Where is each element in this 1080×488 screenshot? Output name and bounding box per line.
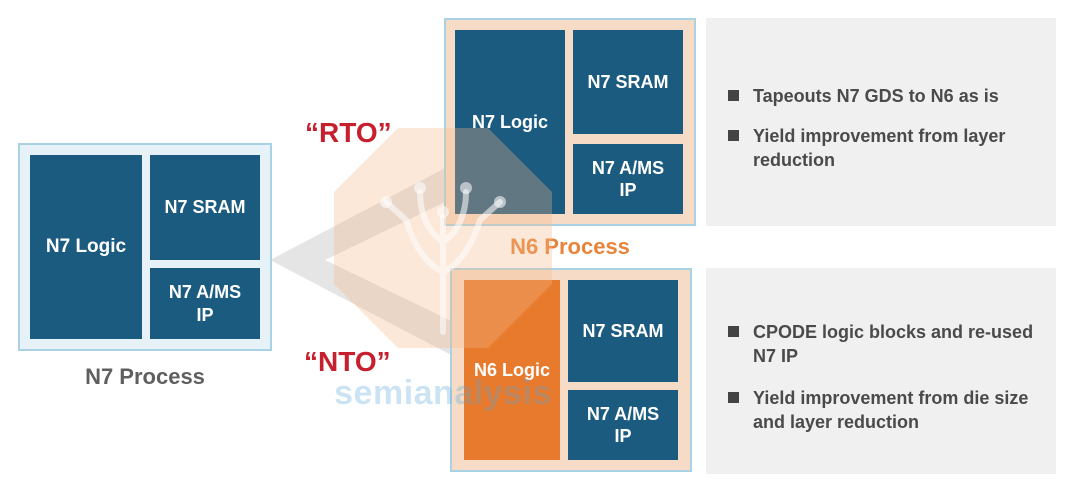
n7-process-caption: N7 Process: [85, 364, 205, 389]
rto-sram-label: N7 SRAM: [587, 71, 669, 92]
rto-logic-label: N7 Logic: [471, 111, 548, 132]
n7-sram-label: N7 SRAM: [164, 197, 246, 218]
rto-sram-block: N7 SRAM: [573, 30, 683, 134]
nto-logic-block: N6 Logic: [464, 280, 560, 460]
nto-bullet-text: Yield improvement from die size and laye…: [753, 388, 1029, 433]
nto-bullet-text: CPODE logic blocks and re-used N7 IP: [753, 322, 1034, 367]
rto-bullet-1: Tapeouts N7 GDS to N6 as is: [728, 84, 1042, 108]
nto-bullet-1: CPODE logic blocks and re-used N7 IP: [728, 320, 1042, 369]
rto-bullet-text: Tapeouts N7 GDS to N6 as is: [753, 86, 999, 106]
square-bullet-icon: [728, 130, 739, 141]
n7-sram-block: N7 SRAM: [150, 155, 260, 260]
nto-tag: “NTO”: [304, 346, 391, 377]
n6-process-caption: N6 Process: [510, 234, 630, 259]
rto-bullet-text: Yield improvement from layer reduction: [753, 126, 1006, 171]
rto-logic-block: N7 Logic: [455, 30, 565, 214]
nto-description-panel: CPODE logic blocks and re-used N7 IP Yie…: [706, 268, 1056, 474]
rto-description-panel: Tapeouts N7 GDS to N6 as is Yield improv…: [706, 18, 1056, 226]
nto-logic-label: N6 Logic: [473, 359, 550, 380]
square-bullet-icon: [728, 90, 739, 101]
nto-sram-label: N7 SRAM: [582, 320, 664, 341]
square-bullet-icon: [728, 392, 739, 403]
rto-tag: “RTO”: [305, 117, 392, 148]
n7-logic-block: N7 Logic: [30, 155, 142, 339]
n7-logic-label: N7 Logic: [45, 236, 127, 258]
connector-chevron: [270, 155, 470, 365]
nto-sram-block: N7 SRAM: [568, 280, 678, 382]
square-bullet-icon: [728, 326, 739, 337]
nto-bullet-2: Yield improvement from die size and laye…: [728, 386, 1042, 435]
rto-bullet-2: Yield improvement from layer reduction: [728, 124, 1042, 173]
